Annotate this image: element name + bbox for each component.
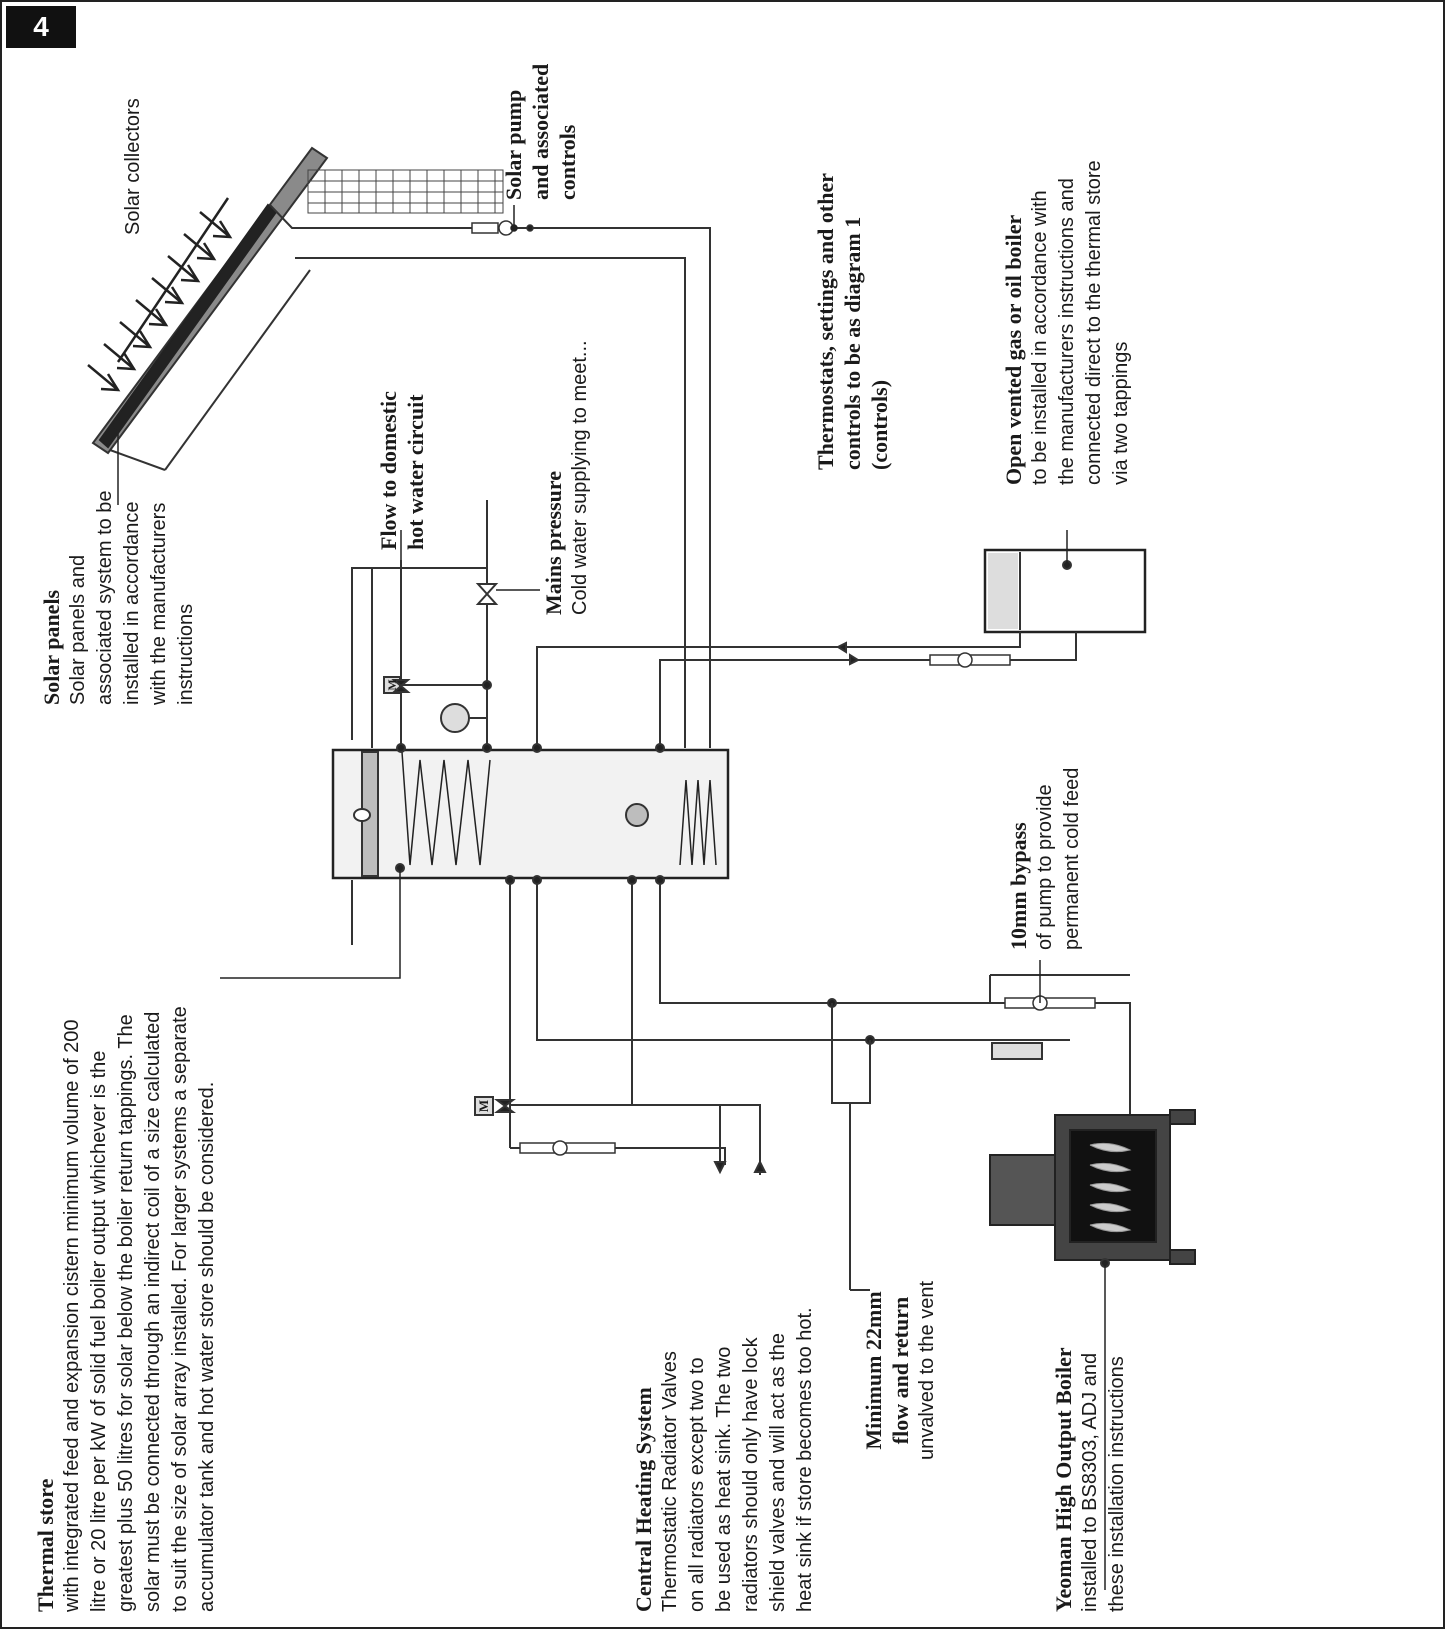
solar-pump-title: Solar pump xyxy=(501,89,526,200)
label-bypass: 10mm bypass of pump to provide permanent… xyxy=(1005,768,1086,950)
thermostats-line: controls to be as diagram 1 xyxy=(840,216,865,470)
motor-valve-marker: M xyxy=(476,1099,491,1113)
central-heating-line: on all radiators except two to xyxy=(686,1357,708,1612)
thermal-store xyxy=(331,748,730,880)
solar-panels-line: Solar panels and xyxy=(67,554,89,705)
bypass-line: permanent cold feed xyxy=(1061,767,1083,950)
sun-arrows xyxy=(87,197,233,392)
yeoman-line: installed to BS8303, ADJ and xyxy=(1079,1352,1101,1612)
label-central-heating: Central Heating System Thermostatic Radi… xyxy=(630,1307,819,1612)
thermal-store-title: Thermal store xyxy=(33,1478,58,1612)
flow-domestic-title: Flow to domestic xyxy=(376,391,401,550)
solar-pump-assembly xyxy=(455,220,540,236)
solar-pump-line: and associated xyxy=(528,63,553,200)
solar-pipework xyxy=(269,204,711,748)
heating-pipework xyxy=(474,875,1131,1291)
central-heating-line: shield valves and will act as the xyxy=(767,1332,789,1612)
solar-panels-line: with the manufacturers xyxy=(148,502,170,705)
label-thermostats: Thermostats, settings and other controls… xyxy=(812,173,893,470)
central-heating-title: Central Heating System xyxy=(631,1387,656,1612)
mains-pressure-line: Cold water supplying to meet... xyxy=(569,340,591,615)
label-solar-panels: Solar panels Solar panels and associated… xyxy=(38,490,200,705)
thermostats-line: Thermostats, settings and other xyxy=(813,173,838,470)
open-vented-line: the manufacturers instructions and xyxy=(1056,178,1078,485)
solar-pump-line: controls xyxy=(555,124,580,200)
label-open-vented-boiler: Open vented gas or oil boiler to be inst… xyxy=(1000,160,1135,485)
label-mains-pressure: Mains pressure Cold water supplying to m… xyxy=(540,340,594,615)
collector-grid xyxy=(307,169,504,214)
thermal-store-line: litre or 20 litre per kW of solid fuel b… xyxy=(88,1050,110,1612)
yeoman-title: Yeoman High Output Boiler xyxy=(1051,1347,1076,1612)
label-flow-domestic: Flow to domestic hot water circuit xyxy=(375,391,429,550)
open-vented-title: Open vented gas or oil boiler xyxy=(1001,214,1026,485)
min-22mm-line: flow and return xyxy=(888,1296,913,1445)
thermostats-line: (controls) xyxy=(867,379,892,470)
open-vented-line: connected direct to the thermal store xyxy=(1083,160,1105,485)
central-heating-line: be used as heat sink. The two xyxy=(713,1346,735,1612)
central-heating-line: Thermostatic Radiator Valves xyxy=(659,1351,681,1612)
bypass-title: 10mm bypass xyxy=(1006,822,1031,950)
figure-number: 4 xyxy=(6,6,76,48)
mains-pressure-title: Mains pressure xyxy=(541,470,566,615)
label-thermal-store: Thermal store with integrated feed and e… xyxy=(32,1006,221,1612)
thermal-store-line: greatest plus 50 litres for solar below … xyxy=(115,1014,137,1612)
solar-collectors-text: Solar collectors xyxy=(122,98,144,235)
bypass-line: of pump to provide xyxy=(1034,784,1056,950)
solar-collector-panel xyxy=(91,146,329,471)
central-heating-line: radiators should only have lock xyxy=(740,1337,762,1612)
motor-valve-marker: M xyxy=(385,679,399,691)
solar-panels-line: instructions xyxy=(175,603,197,705)
thermal-store-line: solar must be connected through an indir… xyxy=(142,1011,164,1612)
solid-fuel-boiler xyxy=(989,1109,1196,1268)
label-min-22mm: Minimum 22mm flow and return unvalved to… xyxy=(860,1281,941,1460)
thermal-store-line: to suit the size of solar array installe… xyxy=(169,1006,191,1612)
central-heating-line: heat sink if store becomes too hot. xyxy=(794,1307,816,1612)
label-yeoman-boiler: Yeoman High Output Boiler installed to B… xyxy=(1050,1347,1131,1612)
leader-lines xyxy=(113,205,1106,1590)
thermal-store-line: accumulator tank and hot water store sho… xyxy=(196,1081,218,1612)
solar-panels-line: installed in accordance xyxy=(121,501,143,705)
min-22mm-title: Minimum 22mm xyxy=(861,1291,886,1450)
label-solar-pump: Solar pump and associated controls xyxy=(500,64,581,200)
solar-panels-line: associated system to be xyxy=(94,490,116,705)
dhw-pipework xyxy=(351,500,499,945)
yeoman-line: these installation instructions xyxy=(1106,1356,1128,1612)
open-vented-line: to be installed in accordance with xyxy=(1029,190,1051,485)
open-vented-boiler xyxy=(532,548,1147,753)
label-solar-collectors: Solar collectors xyxy=(120,98,147,235)
open-vented-line: via two tappings xyxy=(1110,341,1132,485)
flow-domestic-line: hot water circuit xyxy=(403,394,428,550)
solar-panels-title: Solar panels xyxy=(39,589,64,705)
thermal-store-line: with integrated feed and expansion ciste… xyxy=(61,1019,83,1612)
min-22mm-line: unvalved to the vent xyxy=(916,1280,938,1460)
